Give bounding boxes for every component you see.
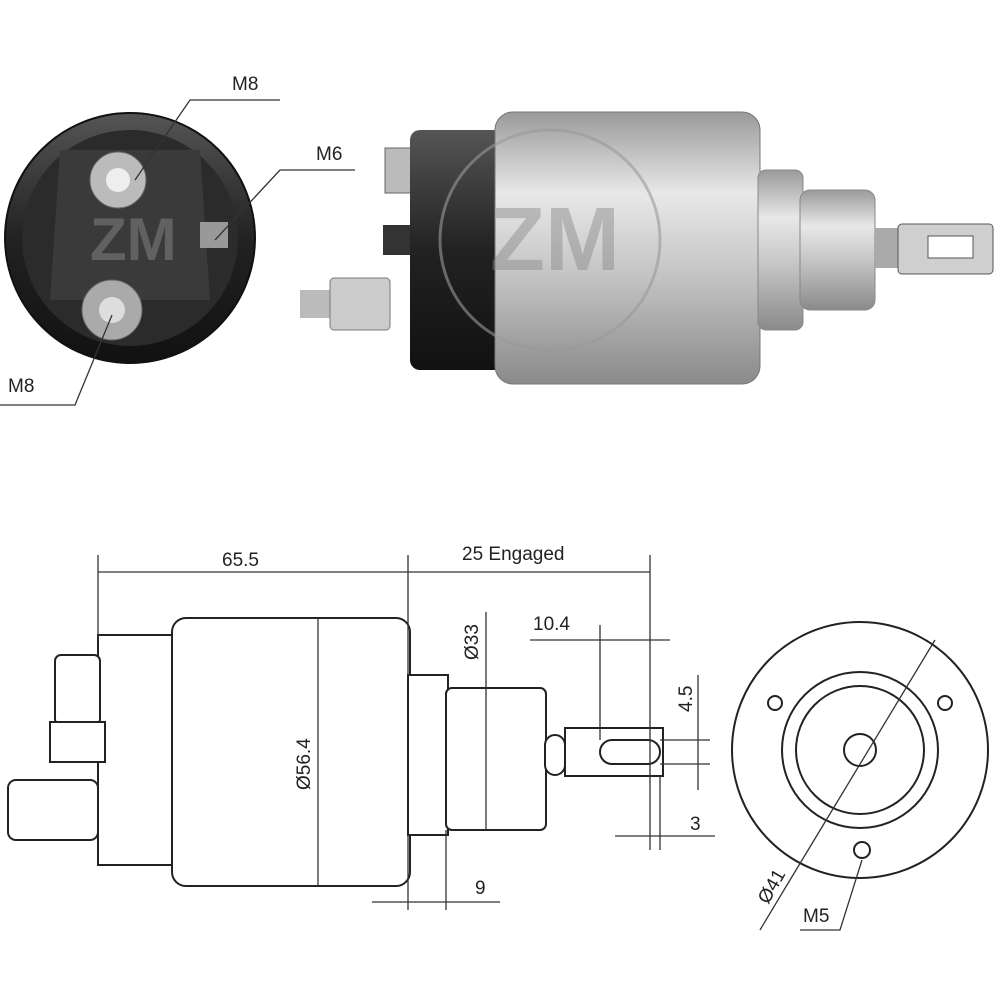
label-m8-top: M8	[232, 74, 258, 95]
dim-slot-width: 4.5	[676, 686, 697, 712]
label-m8-bottom: M8	[8, 376, 34, 397]
dimension-lines: 65.5 25 Engaged Ø56.4 Ø33 10.4 4.5 3 9	[97, 544, 715, 910]
end-line-drawing: Ø41 M5	[731, 621, 989, 931]
dim-plunger-diameter: Ø33	[462, 624, 483, 660]
dim-slot-offset: 10.4	[533, 614, 570, 635]
dim-mount-thread: M5	[803, 906, 829, 927]
dim-bolt-circle: Ø41	[754, 866, 790, 908]
dim-tab-thickness: 3	[690, 814, 701, 835]
label-m6: M6	[316, 144, 342, 165]
dim-body-diameter: Ø56.4	[294, 738, 315, 790]
dim-flange-depth: 9	[475, 878, 486, 899]
watermark-logo: ZM	[90, 206, 177, 273]
side-view-photo: ZM	[300, 111, 994, 385]
end-view-photo: ZM	[4, 112, 256, 364]
svg-text:ZM: ZM	[490, 190, 620, 290]
side-line-drawing	[7, 617, 664, 887]
callouts-end-view: M8 M6 M8	[0, 74, 355, 406]
dim-travel: 25 Engaged	[462, 544, 565, 565]
dim-length: 65.5	[222, 550, 259, 571]
